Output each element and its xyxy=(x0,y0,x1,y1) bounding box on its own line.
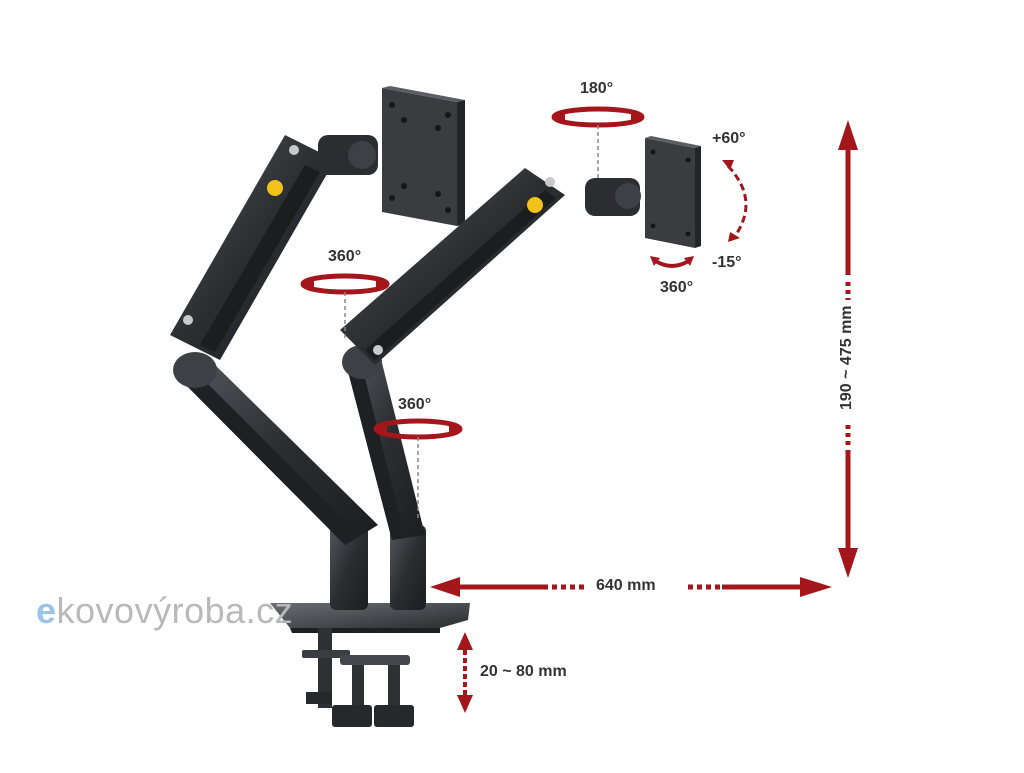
tilt-down-label: -15° xyxy=(712,254,742,271)
clamp-range-label: 20 ~ 80 mm xyxy=(480,663,567,680)
screen-rotation-indicator xyxy=(650,256,694,268)
watermark-prefix: e xyxy=(36,590,57,631)
tilt-up-label: +60° xyxy=(712,130,746,147)
mounting-pole xyxy=(330,520,426,610)
desk-clamp xyxy=(302,628,414,727)
height-range-label: 190 ~ 475 mm xyxy=(838,305,855,410)
reach-label: 640 mm xyxy=(596,577,656,594)
tilt-indicator xyxy=(722,160,748,242)
desk-base-plate xyxy=(270,603,470,633)
reach-dimension-arrow xyxy=(430,577,832,597)
left-arm xyxy=(170,135,378,545)
right-vesa-plate xyxy=(645,136,701,248)
rotation-360-lower-indicator xyxy=(373,418,463,520)
rotation-180-indicator xyxy=(551,106,645,178)
right-arm xyxy=(340,168,641,540)
upper-arm-rotation-label: 360° xyxy=(328,248,362,265)
rotation-180-label: 180° xyxy=(580,80,614,97)
clamp-dimension-arrow xyxy=(457,632,473,713)
rotation-360-upper-indicator xyxy=(300,273,390,340)
brand-logo-icon xyxy=(267,180,283,196)
height-dimension-arrow xyxy=(838,120,858,578)
watermark: ekovovýroba.cz xyxy=(36,590,293,632)
watermark-text: kovovýroba.cz xyxy=(56,590,294,631)
brand-logo-icon xyxy=(527,197,543,213)
lower-arm-rotation-label: 360° xyxy=(398,396,432,413)
left-vesa-plate xyxy=(382,86,465,226)
screen-rotation-label: 360° xyxy=(660,279,694,296)
